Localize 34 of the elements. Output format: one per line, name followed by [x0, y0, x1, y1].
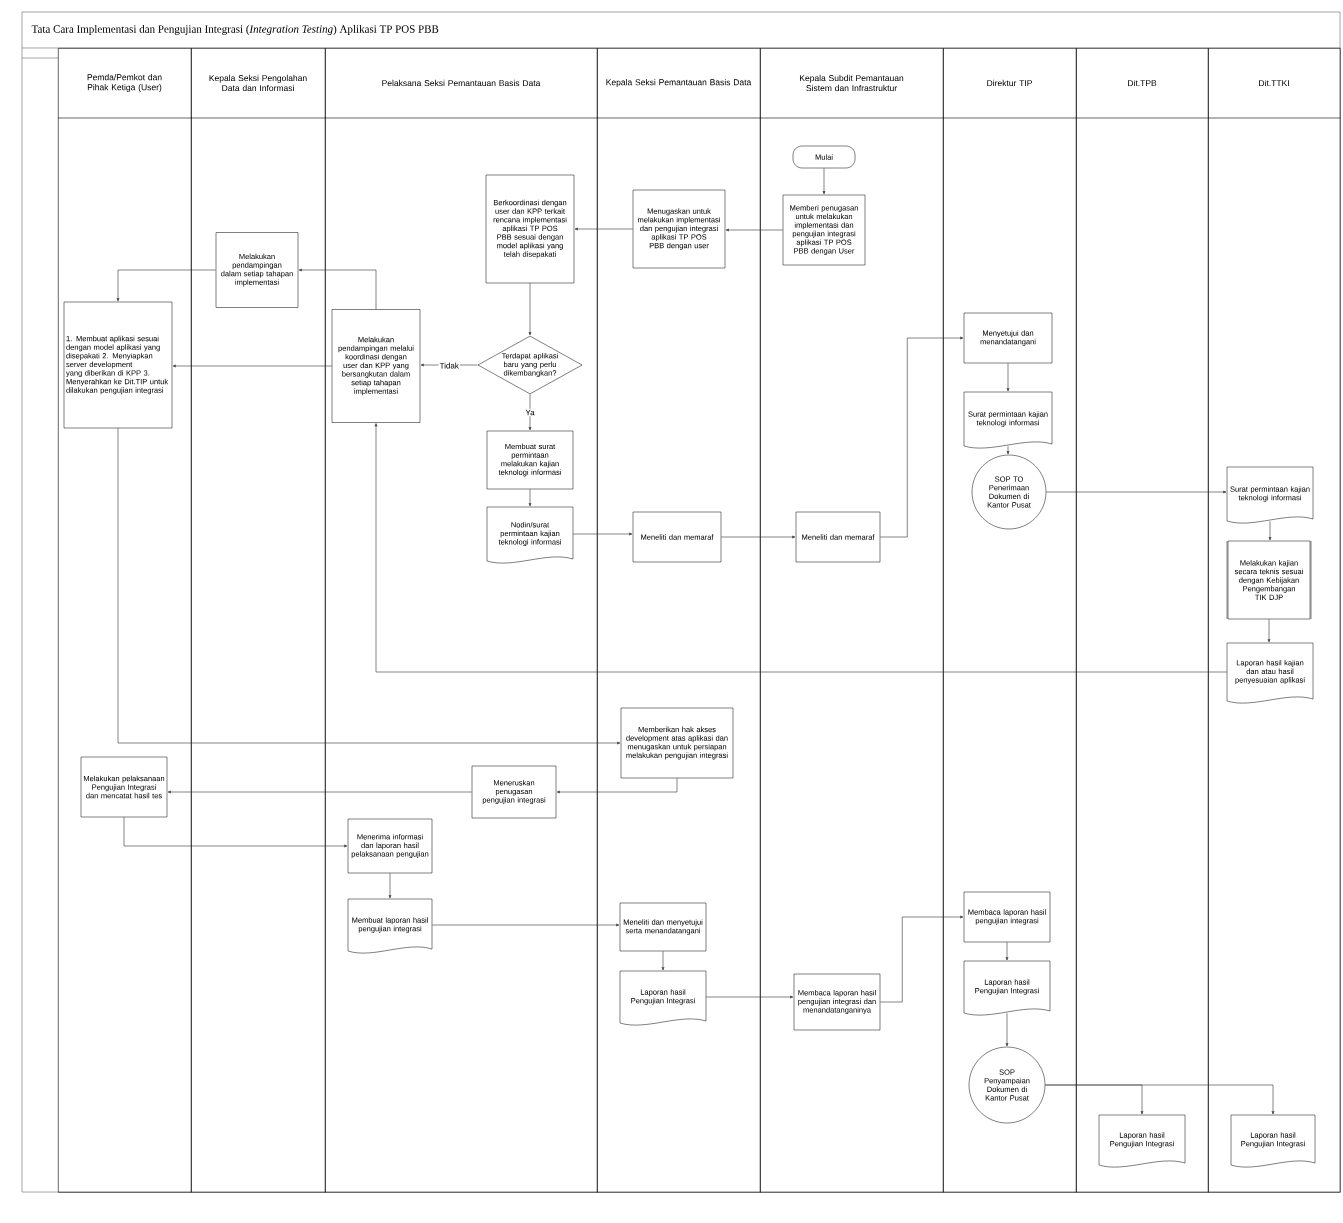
edge-label: Tidak [438, 361, 460, 370]
arrow [431, 923, 620, 927]
arrow [1005, 941, 1009, 961]
arrow [528, 282, 532, 336]
arrow [116, 269, 217, 302]
arrow [1044, 1084, 1275, 1115]
arrow [117, 427, 621, 745]
edge-label: Ya [524, 408, 536, 417]
arrow [528, 393, 532, 431]
arrow [374, 423, 1228, 673]
arrow [879, 336, 964, 538]
arrow [172, 364, 333, 368]
arrow [1006, 362, 1010, 392]
arrow [528, 488, 532, 507]
arrow [1268, 520, 1272, 541]
arrow [420, 363, 478, 367]
arrow [572, 532, 633, 536]
arrow [725, 228, 784, 232]
arrow [298, 268, 377, 310]
arrow [705, 995, 794, 999]
arrow [167, 790, 473, 794]
arrow [879, 915, 964, 1003]
arrow [1005, 1012, 1009, 1047]
arrow [822, 167, 826, 195]
arrow [388, 872, 392, 899]
arrow [574, 227, 634, 231]
arrow [123, 816, 348, 848]
arrow [1006, 445, 1010, 455]
title: Tata Cara Implementasi dan Pengujian Integrasi (Integration Testing) Aplikasi TP POS PBB [31, 25, 439, 35]
arrow [1045, 490, 1227, 494]
arrow [1267, 618, 1271, 643]
arrow [720, 535, 796, 539]
arrow [556, 777, 678, 794]
arrow [661, 950, 665, 971]
